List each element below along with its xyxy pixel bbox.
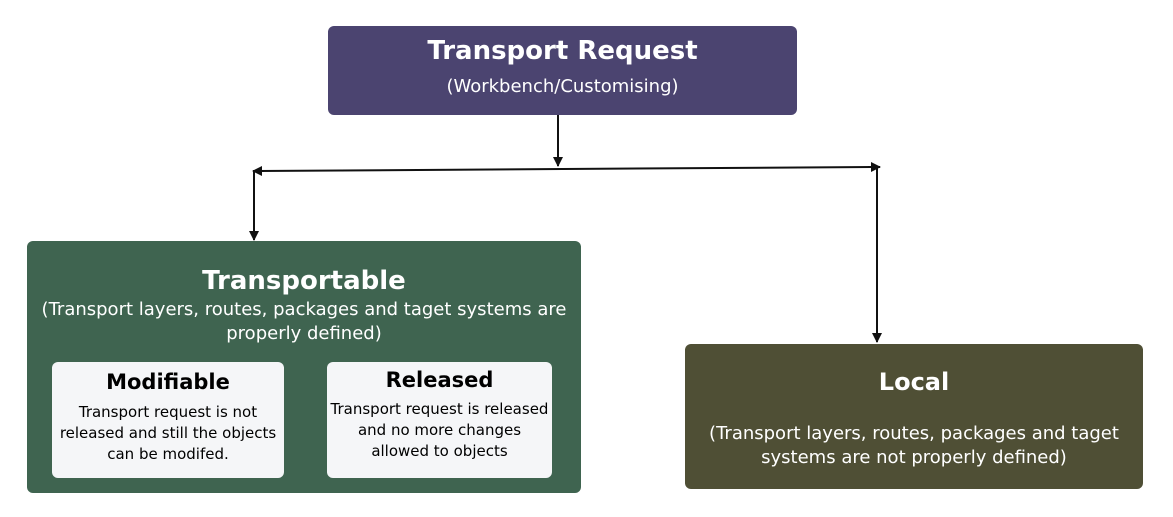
released-card: Released Transport request is released a… — [327, 362, 552, 478]
modifiable-text: Transport request is not released and st… — [59, 403, 277, 463]
transport-request-title: Transport Request — [427, 36, 698, 66]
transport-request-subtitle: (Workbench/Customising) — [446, 76, 679, 97]
local-node: Local (Transport layers, routes, package… — [685, 344, 1143, 489]
horizontal-connector — [257, 166, 874, 172]
modifiable-card: Modifiable Transport request is not rele… — [52, 362, 284, 478]
local-title: Local — [878, 368, 950, 396]
transportable-subtitle: (Transport layers, routes, packages and … — [41, 299, 567, 344]
transportable-title: Transportable — [202, 266, 406, 296]
modifiable-title: Modifiable — [106, 370, 230, 394]
transport-request-node: Transport Request (Workbench/Customising… — [328, 26, 797, 115]
released-text: Transport request is released and no mor… — [330, 400, 549, 460]
released-title: Released — [385, 368, 494, 392]
local-subtitle: (Transport layers, routes, packages and … — [709, 423, 1119, 468]
transportable-node: Transportable (Transport layers, routes,… — [27, 241, 581, 493]
